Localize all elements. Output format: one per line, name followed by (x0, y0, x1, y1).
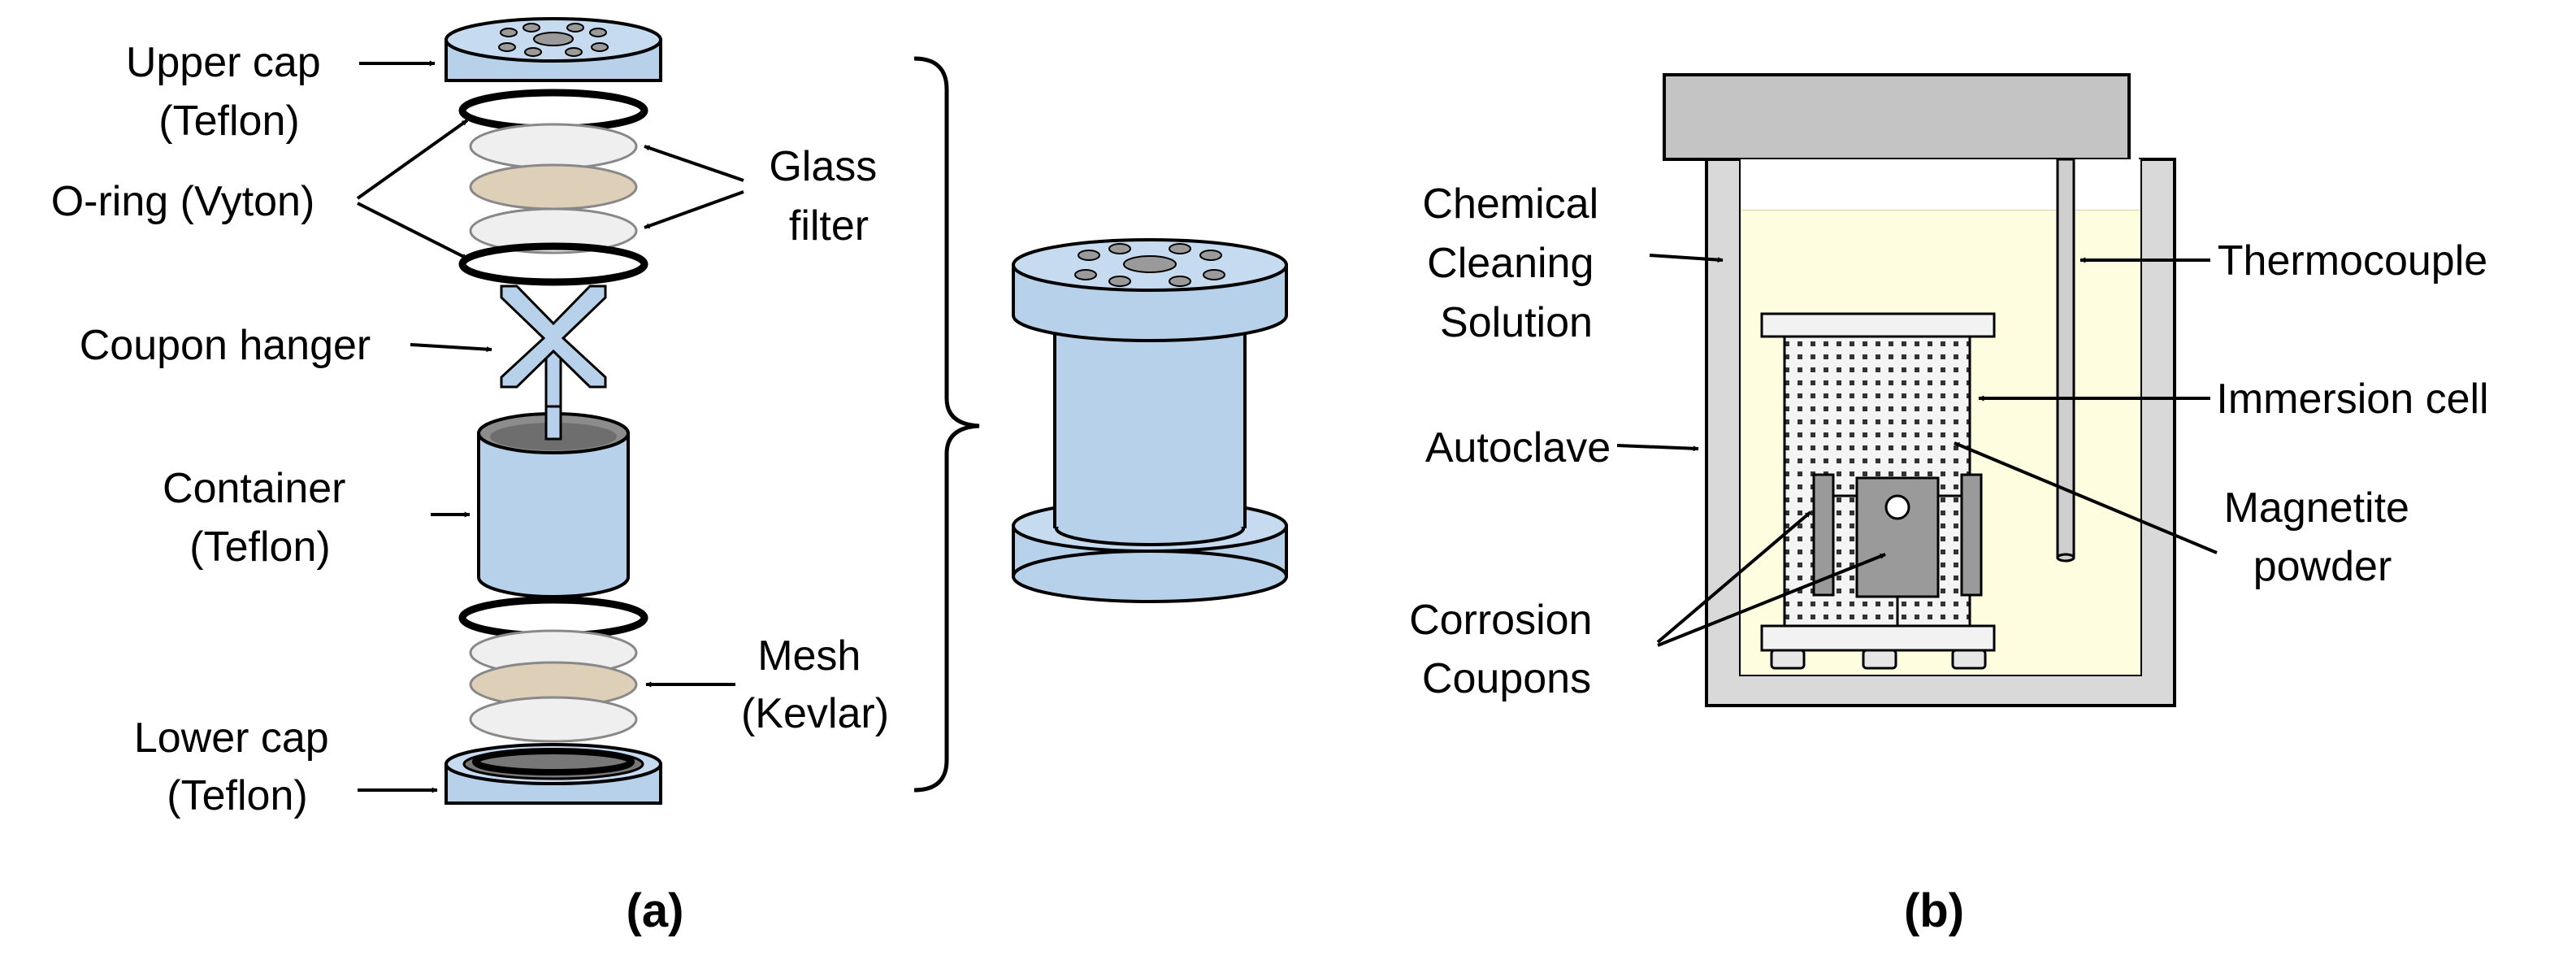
caption-a: (a) (627, 884, 684, 937)
arrow-coupon-1 (1656, 510, 1812, 644)
label-glass-filter: Glass filter (769, 143, 888, 250)
arrow-o-ring-2 (357, 202, 468, 260)
label-o-ring: O-ring (Vyton) (51, 178, 315, 225)
container (477, 405, 630, 598)
label-immersion-cell: Immersion cell (2216, 376, 2488, 423)
label-thermocouple: Thermocouple (2218, 237, 2487, 285)
caption-b: (b) (1904, 884, 1964, 937)
label-autoclave: Autoclave (1425, 424, 1611, 471)
corrosion-coupon-right (1960, 473, 1983, 597)
label-container: Container (Teflon) (163, 465, 358, 571)
label-coupons: Corrosion Coupons (1409, 597, 1604, 702)
immersion-cell (1760, 312, 1996, 670)
thermocouple (2056, 158, 2075, 563)
arrow-magnetite (1954, 441, 2218, 554)
panel-b: Chemical Cleaning Solution Thermocouple … (1409, 73, 2489, 937)
assembly-brace (913, 56, 980, 793)
arrow-coupon-2 (1657, 553, 1886, 647)
label-magnetite: Magnetite powder (2224, 484, 2422, 590)
panel-a: Upper cap (Teflon) O-ring (Vyton) Glass … (51, 17, 1288, 937)
label-upper-cap: Upper cap (Teflon) (126, 39, 332, 145)
arrow-glass-filter-2 (644, 190, 744, 229)
arrow-autoclave (1616, 444, 1699, 452)
mesh-top (469, 163, 638, 211)
o-ring-top-1 (458, 89, 648, 132)
label-coupon-hanger: Coupon hanger (80, 322, 371, 369)
upper-cap (445, 17, 662, 82)
lower-cap (445, 743, 662, 805)
label-mesh: Mesh (Kevlar) (741, 632, 889, 737)
arrow-coupon-hanger (410, 343, 492, 353)
glass-filter-top-2 (469, 207, 638, 254)
arrow-glass-filter-1 (644, 145, 744, 182)
assembled-cell (1012, 238, 1288, 603)
glass-filter-bottom-2 (469, 696, 638, 743)
glass-filter-top-1 (469, 123, 638, 170)
o-ring-top-2 (458, 242, 648, 286)
label-solution: Chemical Cleaning Solution (1422, 180, 1610, 346)
label-lower-cap: Lower cap (Teflon) (134, 715, 340, 819)
arrow-o-ring-1 (356, 119, 469, 200)
autoclave (1663, 73, 2176, 707)
arrow-solution (1649, 254, 1724, 263)
